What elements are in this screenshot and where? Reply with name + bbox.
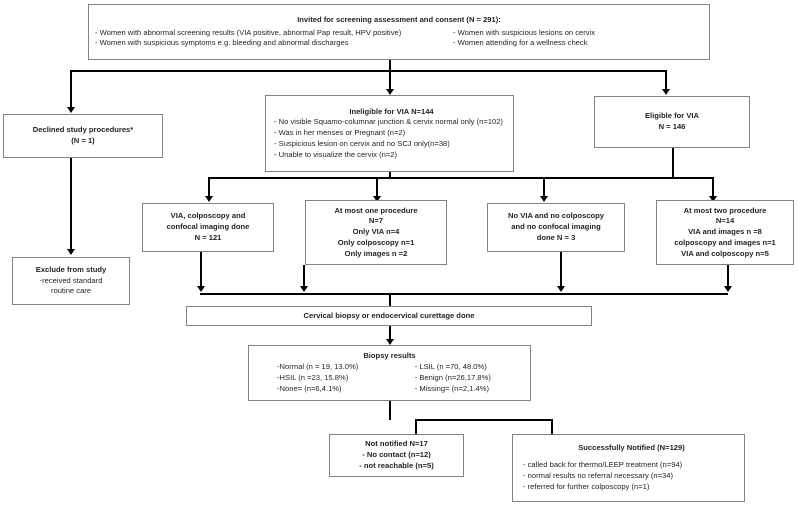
- connector-to-none-done: [543, 177, 545, 198]
- node-at-most-one: At most one procedure N=7 Only VIA n=4 O…: [305, 200, 447, 265]
- connector-to-not-notified: [415, 419, 417, 435]
- node-ineligible-line-2: - Was in her menses or Pregnant (n=2): [274, 128, 406, 138]
- node-none-done-line-1: No VIA and no colposcopy: [508, 211, 604, 221]
- node-biopsy-results: Biopsy results -Normal (n = 19, 13.0%) -…: [248, 345, 531, 401]
- node-at-most-two-header: At most two procedure: [683, 205, 767, 215]
- node-exclude-line-2: routine care: [50, 286, 92, 296]
- connector-results-stem: [389, 401, 391, 420]
- connector-invited-stem: [389, 60, 391, 71]
- connector-bar-level3: [200, 293, 728, 295]
- node-all-three-line-3: N = 121: [194, 232, 222, 242]
- node-invited-left-line-2: - Women with suspicious symptoms e.g. bl…: [95, 38, 349, 48]
- node-notified: Successfully Notified (N=129) - called b…: [512, 434, 745, 502]
- node-ineligible: Ineligible for VIA N=144 - No visible Sq…: [265, 95, 514, 172]
- node-at-most-two-line-3: colposcopy and images n=1: [674, 237, 776, 247]
- node-all-three-line-1: VIA, colposcopy and: [170, 211, 246, 221]
- arrow-to-exclude: [66, 249, 75, 255]
- arrow-to-at-most-one: [372, 196, 381, 202]
- node-notified-header: Successfully Notified (N=129): [578, 443, 685, 453]
- connector-biopsy-to-results: [389, 326, 391, 340]
- node-at-most-one-line-1: N=7: [368, 216, 384, 226]
- arrow-to-none-done: [539, 196, 548, 202]
- node-at-most-one-line-2: Only VIA n=4: [352, 227, 400, 237]
- node-invited-right-line-2: - Women attending for a wellness check: [453, 38, 588, 48]
- biopsy-result-row-3-left: -None= (n=6,4.1%): [277, 383, 342, 393]
- connector-to-at-most-one: [376, 177, 378, 198]
- node-all-three: VIA, colposcopy and confocal imaging don…: [142, 203, 274, 252]
- arrow-at-most-one-to-bar: [299, 286, 308, 292]
- node-all-three-line-2: confocal imaging done: [166, 222, 250, 232]
- biopsy-result-row-1-right: - LSIL (n =70, 48.0%): [414, 362, 487, 372]
- node-eligible: Eligible for VIA N = 146: [594, 96, 750, 148]
- node-none-done-line-3: done N = 3: [536, 232, 576, 242]
- node-eligible-header: Eligible for VIA: [644, 111, 699, 121]
- connector-bar-level1: [70, 70, 666, 72]
- node-none-done: No VIA and no colposcopy and no confocal…: [487, 203, 625, 252]
- node-not-notified: Not notified N=17 - No contact (n=12) - …: [329, 434, 464, 477]
- connector-to-all-three: [208, 177, 210, 198]
- connector-bar-level2: [208, 177, 713, 179]
- connector-eligible-stem: [672, 148, 674, 178]
- connector-ineligible-stem: [389, 172, 391, 178]
- node-notified-line-2: - normal results no referral necessary (…: [523, 471, 674, 480]
- node-not-notified-line-1: - No contact (n=12): [362, 450, 431, 460]
- connector-at-most-one-down: [303, 265, 305, 287]
- arrow-none-done-to-bar: [556, 286, 565, 292]
- node-notified-line-1: - called back for thermo/LEEP treatment …: [523, 460, 683, 470]
- node-exclude-line-1: -received standard: [39, 275, 103, 285]
- connector-to-declined: [70, 70, 72, 108]
- node-at-most-two: At most two procedure N=14 VIA and image…: [656, 200, 794, 265]
- arrow-to-declined: [66, 107, 75, 113]
- connector-all-three-down: [200, 252, 202, 287]
- arrow-to-at-most-two: [708, 196, 717, 202]
- connector-to-ineligible: [389, 70, 391, 90]
- node-invited: Invited for screening assessment and con…: [88, 4, 710, 60]
- node-at-most-two-line-2: VIA and images n =8: [688, 227, 762, 237]
- node-ineligible-line-4: - Unable to visualize the cervix (n=2): [274, 149, 398, 159]
- connector-to-eligible: [665, 70, 667, 90]
- arrow-to-eligible: [661, 89, 670, 95]
- node-exclude: Exclude from study -received standard ro…: [12, 257, 130, 305]
- node-at-most-two-line-4: VIA and colposcopy n=5: [681, 248, 769, 258]
- arrow-at-most-two-to-bar: [723, 286, 732, 292]
- node-biopsy-done: Cervical biopsy or endocervical curettag…: [186, 306, 592, 326]
- node-ineligible-header: Ineligible for VIA N=144: [349, 106, 434, 116]
- node-declined: Declined study procedures* (N = 1): [3, 114, 163, 158]
- node-at-most-two-line-1: N=14: [715, 216, 735, 226]
- node-not-notified-line-2: - not reachable (n=5): [359, 460, 434, 470]
- arrow-all-three-to-bar: [196, 286, 205, 292]
- node-at-most-one-header: At most one procedure: [334, 205, 418, 215]
- node-eligible-line-1: N = 146: [658, 122, 686, 131]
- connector-to-notified: [551, 419, 553, 435]
- connector-to-at-most-two: [712, 177, 714, 198]
- connector-bar-level4: [415, 419, 552, 421]
- node-declined-line-1: (N = 1): [71, 136, 95, 145]
- node-ineligible-line-3: - Suspicious lesion on cervix and no SCJ…: [274, 138, 450, 148]
- node-biopsy-results-header: Biopsy results: [363, 351, 416, 361]
- connector-bar3-to-biopsy: [389, 293, 391, 306]
- connector-none-done-down: [560, 252, 562, 287]
- biopsy-result-row-2-right: - Benign (n=26,17.8%): [414, 373, 491, 382]
- node-exclude-header: Exclude from study: [35, 264, 107, 274]
- arrow-to-ineligible: [385, 89, 394, 95]
- node-invited-header: Invited for screening assessment and con…: [297, 14, 501, 24]
- arrow-to-biopsy-results: [385, 339, 394, 345]
- node-not-notified-header: Not notified N=17: [365, 439, 428, 449]
- node-at-most-one-line-4: Only images n =2: [344, 248, 408, 258]
- biopsy-result-row-2-left: -HSIL (n =23, 15.8%): [277, 373, 349, 382]
- node-ineligible-line-1: - No visible Squamo-columnar junction & …: [274, 117, 503, 127]
- biopsy-result-row-1-left: -Normal (n = 19, 13.0%): [277, 362, 359, 372]
- node-none-done-line-2: and no confocal imaging: [511, 222, 601, 232]
- node-invited-left-line-1: - Women with abnormal screening results …: [95, 27, 402, 37]
- node-notified-line-3: - referred for further colposcopy (n=1): [523, 481, 650, 491]
- connector-at-most-two-down: [727, 265, 729, 287]
- arrow-to-all-three: [204, 196, 213, 202]
- node-at-most-one-line-3: Only colposcopy n=1: [337, 237, 415, 247]
- node-biopsy-done-header: Cervical biopsy or endocervical curettag…: [303, 310, 475, 320]
- connector-declined-to-exclude: [70, 158, 72, 250]
- biopsy-result-row-3-right: - Missing= (n=2,1.4%): [414, 383, 489, 393]
- node-declined-header: Declined study procedures*: [32, 125, 134, 135]
- node-invited-right-line-1: - Women with suspicious lesions on cervi…: [453, 27, 596, 37]
